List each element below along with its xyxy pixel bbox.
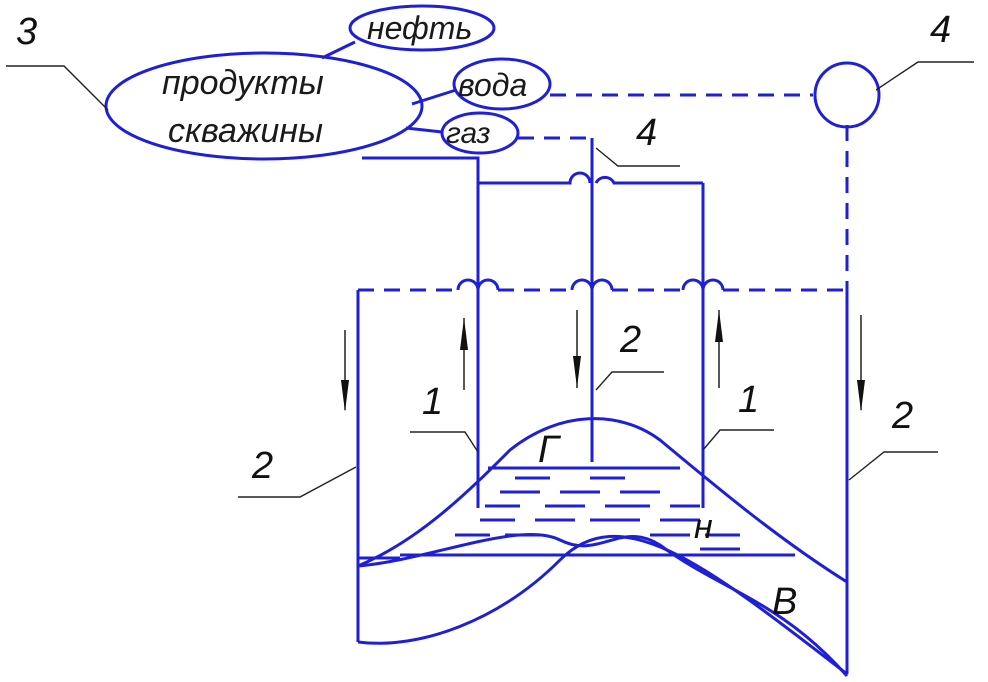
leader-2-left: [238, 466, 357, 498]
reservoir: [356, 290, 849, 677]
pump-symbol: [813, 61, 881, 129]
well-products-label-1: продукты: [162, 64, 324, 102]
leader-2-center: [595, 371, 664, 391]
header-crossover-3: [681, 278, 725, 291]
oil-connector: [321, 40, 356, 60]
water-dome: [357, 532, 849, 677]
label-2-right: 2: [891, 395, 913, 437]
gas-bubble: [440, 111, 520, 155]
zone-oil-label: н: [694, 508, 713, 546]
label-4-top: 4: [930, 9, 951, 51]
leader-4-mid: [595, 147, 680, 167]
gas-connector: [405, 126, 443, 134]
arrow-up-left-well: [460, 318, 468, 390]
leader-2-right: [848, 451, 938, 481]
water-bubble: [452, 57, 552, 111]
zone-gas-label: Г: [538, 429, 562, 471]
oil-bubble: [348, 4, 496, 52]
callout-numbers: 3 4 4 2 2 2 1 1: [16, 9, 951, 487]
label-4-mid: 4: [636, 112, 657, 154]
wells: [476, 140, 705, 508]
label-2-center: 2: [619, 319, 641, 361]
label-1-left: 1: [422, 381, 443, 423]
gas-label: газ: [446, 117, 490, 150]
label-3: 3: [16, 11, 37, 53]
products-collector-line: [362, 156, 480, 183]
arrow-up-right-well: [715, 310, 723, 388]
leader-3: [6, 65, 109, 111]
well-products-bubble: [104, 51, 424, 161]
zone-letters: Г н В: [538, 429, 797, 623]
arrow-down-right-wall: [857, 315, 865, 412]
oil-label: нефть: [367, 10, 472, 46]
flow-arrows: [341, 310, 865, 412]
zone-water-label: В: [772, 581, 797, 623]
surface-piping: [358, 93, 849, 292]
products-bubbles: продукты скважины нефть вода газ: [104, 4, 552, 161]
arrow-down-center-well: [573, 310, 581, 388]
leader-1-right: [702, 429, 774, 451]
well-products-label-2: скважины: [168, 112, 323, 150]
water-label: вода: [458, 67, 527, 103]
dome-top: [357, 417, 848, 584]
oil-zone-hatching: [455, 476, 740, 551]
leader-1-left: [410, 431, 479, 453]
label-2-left: 2: [251, 445, 273, 487]
production-collector: [478, 171, 703, 185]
header-crossover-1: [456, 278, 500, 291]
arrow-down-left-wall: [341, 330, 349, 412]
leader-4-top: [875, 61, 974, 91]
header-crossover-2: [570, 278, 614, 291]
water-connector: [411, 88, 457, 106]
label-1-right: 1: [738, 379, 759, 421]
leader-lines: [6, 61, 974, 498]
